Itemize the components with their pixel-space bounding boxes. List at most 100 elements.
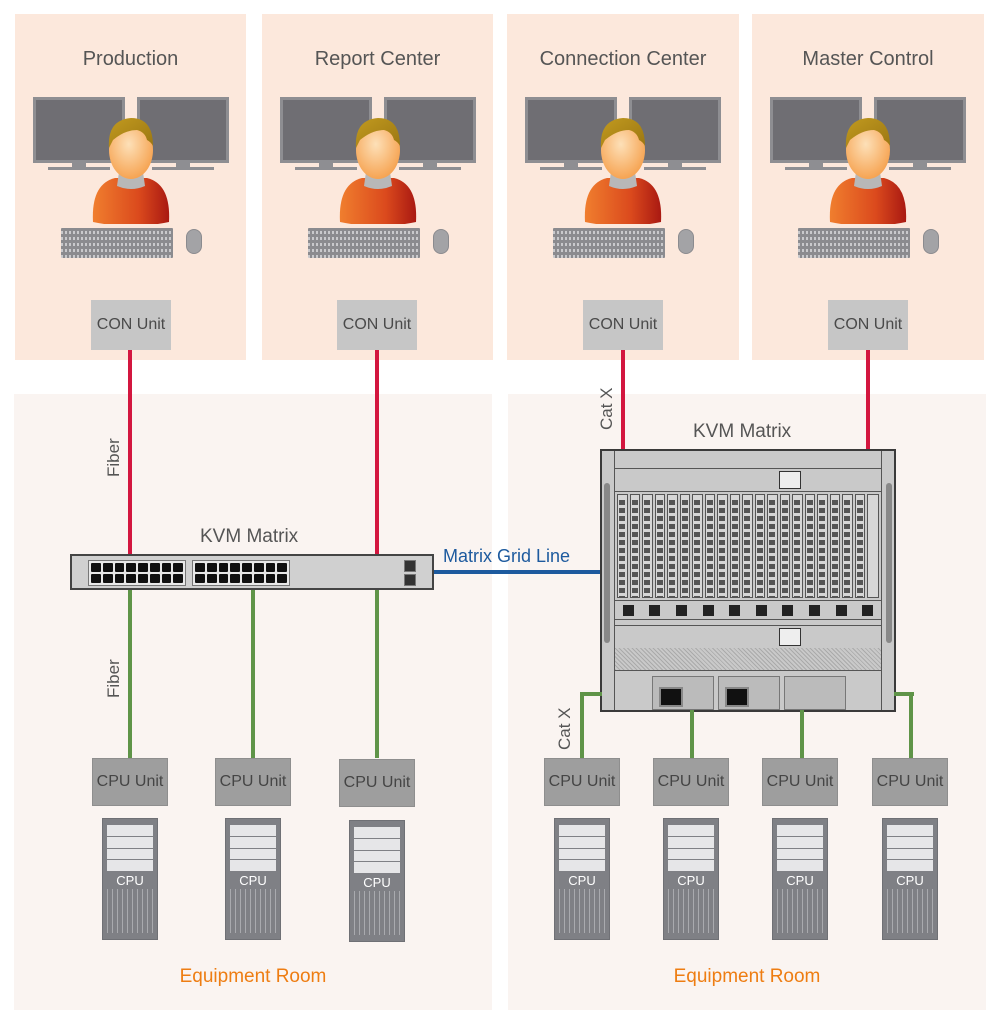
- mouse-icon: [923, 229, 939, 254]
- fan-row: [615, 600, 881, 620]
- cpu-tower: CPU: [554, 818, 610, 940]
- rj45-port: [230, 563, 240, 572]
- workstation: [752, 0, 984, 300]
- rj45-port: [173, 574, 183, 583]
- cpu-unit: CPU Unit: [872, 758, 948, 806]
- matrix-grid-line-label: Matrix Grid Line: [443, 546, 571, 566]
- kvm-matrix-chassis: [600, 449, 896, 712]
- monitor-stand: [668, 163, 682, 167]
- monitor-stand: [644, 167, 706, 170]
- cpu-label: CPU: [363, 875, 391, 890]
- equipment-room-label-right: Equipment Room: [673, 966, 821, 987]
- matrix-grid-line: [434, 570, 602, 574]
- monitor-stand: [785, 167, 847, 170]
- rj45-port: [161, 563, 172, 572]
- io-card: [679, 494, 690, 598]
- fan-icon: [622, 604, 634, 616]
- cpu-unit: CPU Unit: [762, 758, 838, 806]
- controller-panel-bottom: [615, 625, 881, 649]
- rj45-port: [242, 574, 252, 583]
- room-title: Master Control: [802, 48, 934, 70]
- link-report-center-to-matrix: [375, 350, 379, 555]
- catx-label-upper: Cat X: [597, 387, 616, 430]
- monitor-stand: [540, 167, 602, 170]
- keyboard-icon: [61, 228, 173, 258]
- link-matrix-to-cpu-1: [128, 590, 132, 758]
- io-card: [779, 494, 790, 598]
- con-unit-connection-center: CON Unit: [583, 300, 663, 350]
- rj45-port: [173, 563, 183, 572]
- keyboard-icon: [308, 228, 420, 258]
- fan-icon: [808, 604, 820, 616]
- room-title: Production: [82, 48, 179, 70]
- cpu-unit: CPU Unit: [92, 758, 168, 806]
- equipment-room-label-left: Equipment Room: [179, 966, 327, 987]
- io-card: [754, 494, 765, 598]
- rj45-port: [91, 574, 101, 583]
- cpu-tower: CPU: [102, 818, 158, 940]
- rj45-port: [161, 574, 172, 583]
- monitor-stand: [176, 163, 190, 167]
- rj45-port: [126, 574, 136, 583]
- io-card: [817, 494, 828, 598]
- workstation: [15, 0, 247, 300]
- link-matrix-to-cpu-3: [375, 590, 379, 758]
- cpu-unit: CPU Unit: [215, 758, 291, 806]
- rj45-port: [102, 563, 113, 572]
- power-socket-icon: [725, 687, 749, 707]
- workstation: [507, 0, 739, 300]
- io-card: [729, 494, 740, 598]
- monitor-stand: [399, 167, 461, 170]
- rj45-port: [265, 574, 276, 583]
- monitor-stand: [423, 163, 437, 167]
- fan-icon: [755, 604, 767, 616]
- rj45-port: [277, 563, 287, 572]
- monitor-stand: [319, 163, 333, 167]
- con-unit-production: CON Unit: [91, 300, 171, 350]
- rj45-port: [277, 574, 287, 583]
- network-port-icon: [404, 574, 416, 586]
- rj45-port: [195, 574, 205, 583]
- link-production-to-matrix: [128, 350, 132, 555]
- status-display-icon: [779, 471, 801, 489]
- io-card: [629, 494, 640, 598]
- rj45-port: [149, 563, 160, 572]
- fan-icon: [835, 604, 847, 616]
- io-card: [804, 494, 815, 598]
- handle-right: [886, 483, 892, 643]
- fan-icon: [649, 604, 661, 616]
- mouse-icon: [678, 229, 694, 254]
- monitor-stand: [564, 163, 578, 167]
- monitor-stand: [809, 163, 823, 167]
- mouse-icon: [433, 229, 449, 254]
- kvm-matrix-switch: [70, 554, 434, 590]
- io-card: [617, 494, 628, 598]
- monitor-stand: [152, 167, 214, 170]
- fan-icon: [675, 604, 687, 616]
- io-card: [842, 494, 853, 598]
- monitor-stand: [48, 167, 110, 170]
- mouse-icon: [186, 229, 202, 254]
- io-card: [654, 494, 665, 598]
- rj45-port: [138, 563, 148, 572]
- room-title: Connection Center: [539, 48, 707, 70]
- room-title: Report Center: [314, 48, 441, 70]
- user-icon: [92, 118, 170, 224]
- rj45-port: [253, 574, 264, 583]
- cpu-unit: CPU Unit: [544, 758, 620, 806]
- controller-panel-top: [615, 469, 881, 492]
- io-card: [704, 494, 715, 598]
- rj45-port: [91, 563, 101, 572]
- con-unit-report-center: CON Unit: [337, 300, 417, 350]
- io-card: [792, 494, 803, 598]
- rj45-port: [138, 574, 148, 583]
- kvm-matrix-label-left: KVM Matrix: [200, 526, 299, 547]
- io-card: [742, 494, 753, 598]
- link-master-control-to-matrix: [866, 350, 870, 450]
- port-block-1: [88, 560, 186, 586]
- io-card: [854, 494, 865, 598]
- user-icon: [584, 118, 662, 224]
- port-block-2: [192, 560, 290, 586]
- fiber-label-upper: Fiber: [104, 438, 123, 477]
- workstation: [262, 0, 494, 300]
